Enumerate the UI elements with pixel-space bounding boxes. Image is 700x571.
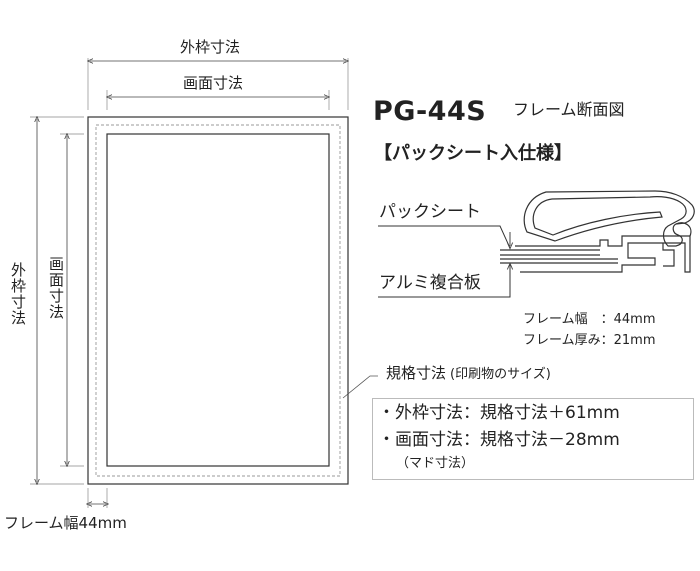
standard-size-leader [342, 375, 378, 399]
outer-formula: ・外枠寸法：規格寸法＋61mm [378, 403, 620, 423]
screen-formula: ・画面寸法：規格寸法－28mm [378, 430, 620, 450]
formula-box [372, 398, 694, 480]
outer-frame [87, 116, 349, 485]
model-title: PG-44S [373, 96, 487, 127]
screen-width-label: 画面寸法 [183, 74, 244, 92]
aluminum-label: アルミ複合板 [379, 273, 481, 293]
standard-size-note: (印刷物のサイズ) [450, 367, 551, 382]
standard-size-rect [95, 124, 341, 477]
model-subtitle: フレーム断面図 [513, 100, 625, 119]
screen-area [106, 133, 330, 467]
frame-width-label: フレーム幅44mm [4, 514, 127, 532]
frame-thickness-spec: フレーム厚み：21mm [523, 333, 656, 348]
screen-height-label: 画面寸法 [47, 256, 65, 320]
outer-height-label: 外枠寸法 [9, 262, 27, 326]
standard-size-label: 規格寸法(印刷物のサイズ) [386, 364, 551, 382]
pack-sheet-label: パックシート [379, 202, 481, 222]
frame-width-spec: フレーム幅 ：44mm [523, 312, 656, 327]
screen-formula-note: （マド寸法） [396, 456, 475, 471]
outer-width-label: 外枠寸法 [180, 38, 241, 56]
frame-cross-section [500, 190, 695, 273]
standard-size-text: 規格寸法 [386, 364, 447, 382]
variant-heading: 【パックシート入仕様】 [374, 143, 572, 164]
pack-sheet-leader [378, 225, 511, 249]
